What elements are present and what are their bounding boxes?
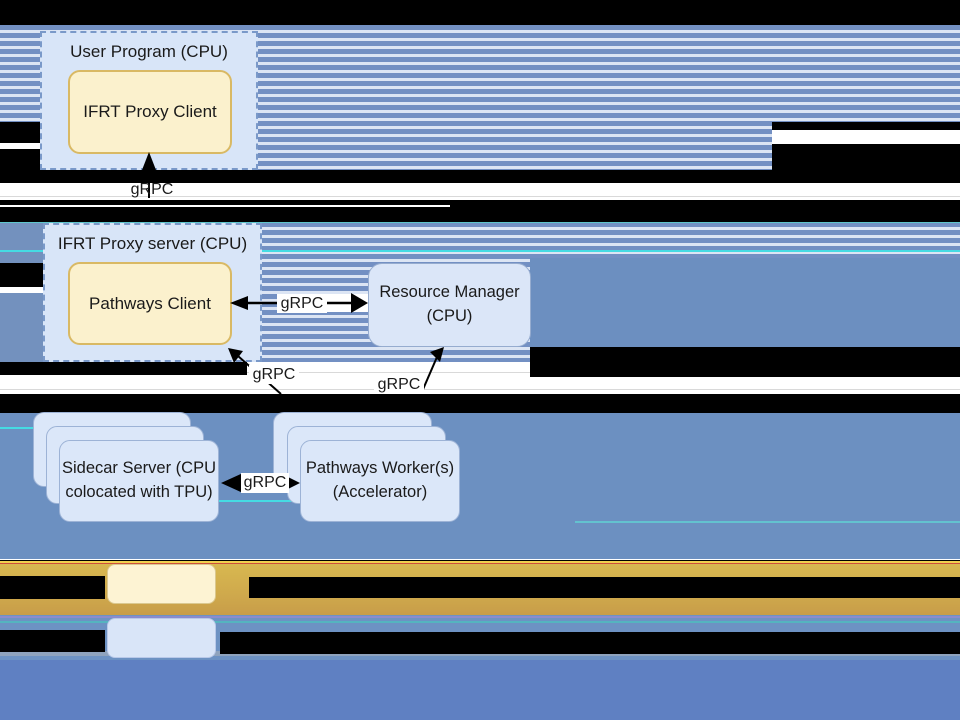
redacted-text-bar — [0, 630, 105, 652]
bg-glitch-bar — [530, 347, 960, 377]
ifrt-proxy-client-box: IFRT Proxy Client — [68, 70, 232, 154]
glitch-teal-line — [575, 521, 960, 523]
redacted-text-bar — [0, 576, 105, 599]
grpc-label-sidecar-workers: gRPC — [241, 473, 289, 493]
resource-manager-line1: Resource Manager — [379, 283, 520, 302]
legend-swatch-blue — [107, 618, 216, 658]
grpc-label-client-rm: gRPC — [277, 294, 327, 313]
sidecar-server-box: Sidecar Server (CPU colocated with TPU) — [59, 440, 219, 522]
bg-glitch-bar — [0, 143, 42, 149]
glitch-cyan-line — [215, 500, 310, 502]
redacted-text-bar — [249, 577, 960, 598]
bg-glitch-bar — [772, 122, 960, 130]
pathways-client-box: Pathways Client — [68, 262, 232, 345]
glitch-cyan-line — [0, 250, 960, 252]
bg-glitch-bar — [0, 122, 42, 143]
bg-white-band-1 — [0, 183, 960, 200]
bg-glitch-bar — [0, 362, 247, 375]
user-program-title: User Program (CPU) — [70, 42, 228, 61]
bg-glitch-bar — [772, 144, 960, 170]
glitch-teal-line — [0, 222, 960, 223]
grpc-label-top: gRPC — [130, 180, 174, 198]
bg-glitch-bar — [0, 205, 450, 207]
proxy-server-title: IFRT Proxy server (CPU) — [57, 234, 248, 253]
glitch-teal-line — [0, 621, 960, 623]
pathways-workers-box: Pathways Worker(s) (Accelerator) — [300, 440, 460, 522]
glitch-red-line — [0, 563, 960, 564]
sidecar-server-line2: colocated with TPU) — [65, 483, 213, 501]
sidecar-server-line1: Sidecar Server (CPU — [61, 459, 217, 478]
resource-manager-box: Resource Manager (CPU) — [368, 263, 531, 347]
glitch-purple-line — [0, 616, 960, 618]
bg-glitch-bar — [772, 130, 960, 144]
bg-glitch-bar — [0, 287, 43, 293]
legend-swatch-yellow — [107, 564, 216, 604]
resource-manager-line2: (CPU) — [426, 307, 473, 325]
bg-glitch-bar — [0, 149, 42, 170]
glitch-yellow-line — [0, 561, 960, 563]
pathways-workers-line2: (Accelerator) — [332, 483, 428, 501]
ifrt-proxy-client-label: IFRT Proxy Client — [83, 102, 217, 121]
grpc-label-rm-workers: gRPC — [374, 375, 424, 394]
bg-bottom-blue — [0, 660, 960, 720]
redacted-text-bar — [220, 632, 960, 654]
pathways-workers-line1: Pathways Worker(s) — [305, 459, 455, 478]
bg-solid-blue-patch — [530, 258, 960, 347]
pathways-client-label: Pathways Client — [89, 293, 211, 313]
bg-glitch-bar — [0, 263, 43, 287]
glitch-white-line — [0, 559, 960, 560]
bg-black-band — [0, 394, 960, 413]
grpc-label-client-sidecar: gRPC — [249, 365, 299, 384]
